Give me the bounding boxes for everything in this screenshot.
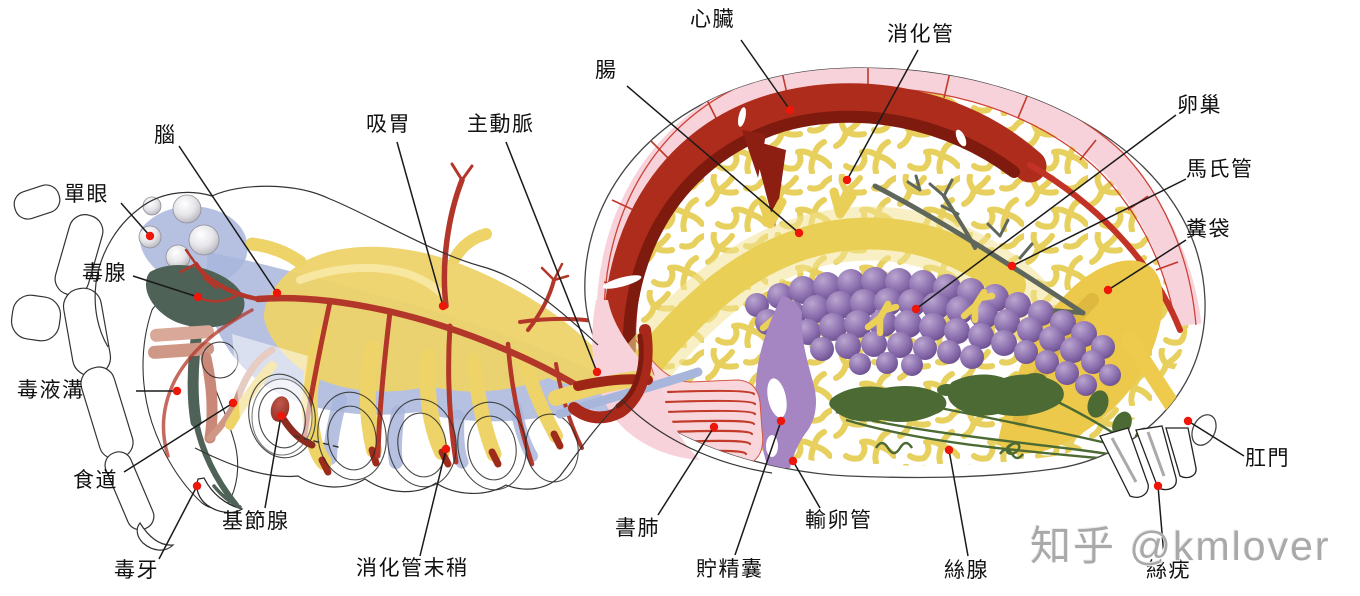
- leader-aorta: [505, 141, 598, 373]
- label-silk-glands: 絲腺: [944, 559, 989, 582]
- label-anus: 肛門: [1245, 447, 1290, 470]
- legs: [10, 184, 175, 551]
- oviduct-shape: [755, 296, 816, 468]
- label-brain: 腦: [154, 124, 177, 147]
- leader-esophagus: [123, 402, 234, 473]
- abdomen: [584, 67, 1217, 498]
- leader-digestive-tract: [846, 49, 919, 181]
- leader-malpighian: [1011, 178, 1187, 267]
- leader-book-lung: [657, 426, 715, 516]
- label-venom-fang: 毒牙: [114, 559, 159, 582]
- leader-dots: [145, 105, 1193, 491]
- label-intestine: 腸: [595, 59, 618, 82]
- label-coxal-gland: 基節腺: [222, 510, 290, 533]
- watermark: 知乎 @kmlover: [1030, 523, 1331, 569]
- leader-brain: [178, 145, 278, 294]
- heart-shape: [602, 83, 1047, 395]
- posterior-aorta: [1027, 162, 1183, 333]
- leader-spermatheca: [734, 420, 782, 556]
- leader-stercoral-sac: [1107, 239, 1187, 291]
- leader-anus: [1187, 420, 1245, 457]
- label-stercoral-sac: 糞袋: [1186, 218, 1231, 241]
- leader-venom-gland: [132, 275, 199, 298]
- sucking-stomach-shape: [225, 228, 618, 476]
- esophagus-shape: [148, 325, 276, 444]
- arteries: [161, 162, 602, 467]
- cephalothorax: [10, 162, 662, 551]
- label-oviduct: 輸卵管: [805, 509, 873, 532]
- label-malpighian-tubules: 馬氏管: [1186, 158, 1254, 181]
- leader-digestive-tract-ends: [419, 448, 447, 557]
- leader-intestine: [626, 85, 800, 234]
- pedicel: [94, 185, 773, 494]
- label-ovary: 卵巢: [1177, 94, 1222, 117]
- label-spermatheca: 貯精囊: [696, 558, 764, 581]
- label-venom-gland: 毒腺: [82, 262, 127, 285]
- leader-simple-eyes: [120, 202, 151, 237]
- leader-heart: [740, 39, 791, 111]
- label-heart: 心臟: [690, 8, 735, 31]
- label-venom-groove: 毒液溝: [17, 379, 85, 402]
- leader-venom-fang: [158, 485, 198, 560]
- leader-oviduct: [792, 460, 821, 509]
- label-esophagus: 食道: [73, 469, 118, 492]
- leader-ovary: [915, 114, 1177, 310]
- label-aorta: 主動脈: [467, 113, 535, 136]
- leader-coxal-gland: [264, 415, 282, 509]
- label-digestive-tract-ends: 消化管末稍: [356, 557, 469, 580]
- leader-silk-glands: [948, 449, 969, 557]
- label-spinnerets: 絲疣: [1146, 559, 1191, 582]
- label-sucking-stomach: 吸胃: [366, 113, 411, 136]
- leader-lines: [120, 39, 1245, 560]
- carapace-outline: [94, 185, 773, 494]
- label-simple-eyes: 單眼: [64, 183, 109, 206]
- leader-spinnerets: [1157, 485, 1165, 557]
- label-book-lung: 書肺: [615, 517, 660, 540]
- spinnerets-shape: [1099, 414, 1217, 498]
- label-digestive-tract: 消化管: [887, 23, 955, 46]
- leader-sucking-stomach: [396, 141, 444, 307]
